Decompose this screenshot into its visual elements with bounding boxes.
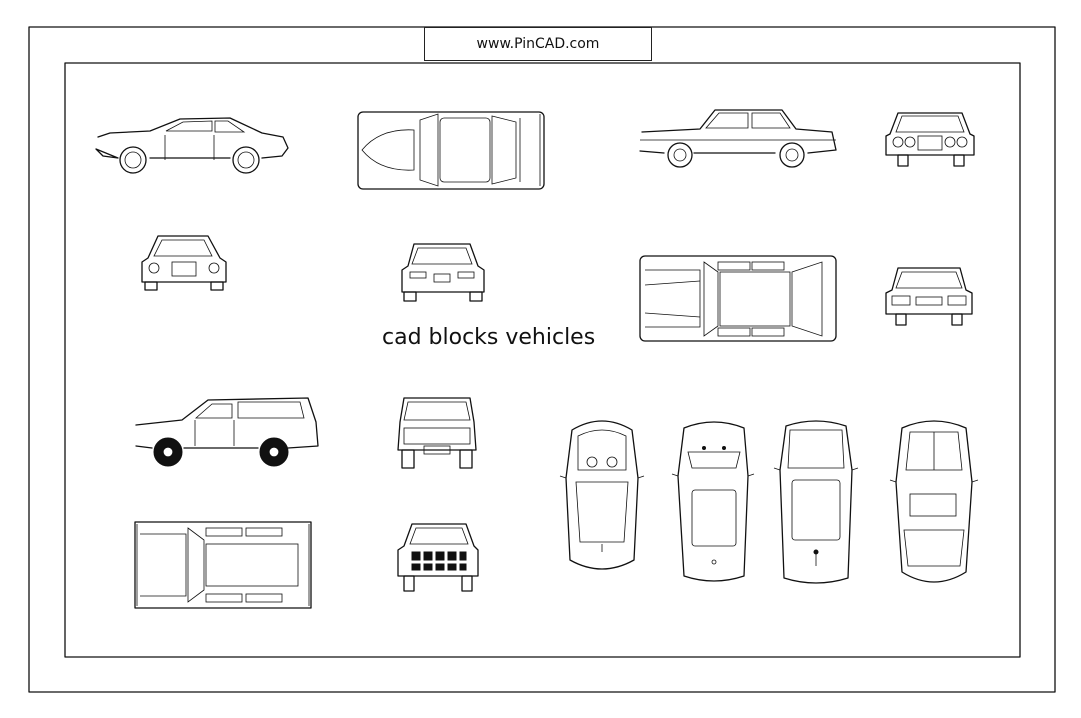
hatchback-top-view-3 <box>773 420 859 584</box>
sedan-side-view <box>639 109 837 168</box>
sedan-rear-view <box>885 267 973 326</box>
website-url: www.PinCAD.com <box>476 36 600 52</box>
muscle-car-top-view <box>357 111 545 190</box>
coupe-top-view <box>889 420 979 583</box>
suv-front-view <box>397 523 479 592</box>
suv-side-view <box>135 397 319 467</box>
sedan-top-view <box>639 255 837 342</box>
suv-top-view <box>134 521 312 609</box>
suv-rear-view <box>397 397 477 469</box>
page-caption: cad blocks vehicles <box>382 325 596 350</box>
website-header: www.PinCAD.com <box>424 27 652 61</box>
muscle-car-rear-view <box>401 243 485 302</box>
outer-frame <box>28 26 1056 693</box>
muscle-car-side-view <box>95 117 289 174</box>
inner-frame <box>64 62 1021 658</box>
sedan-front-view <box>885 112 975 167</box>
muscle-car-front-view <box>141 235 227 291</box>
hatchback-top-view-1 <box>559 420 645 570</box>
hatchback-top-view-2 <box>671 421 755 582</box>
